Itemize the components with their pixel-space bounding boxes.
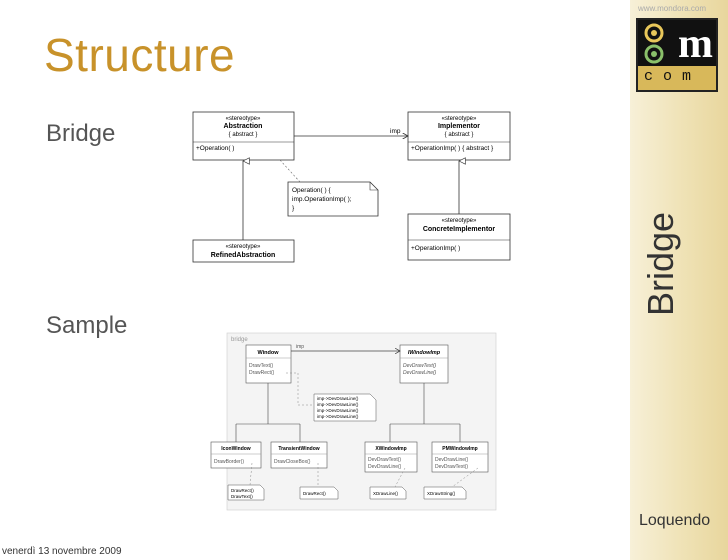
sample-note-2: imp->DevDrawLine(): [317, 402, 359, 407]
logo-rings-icon: [644, 23, 664, 64]
note-icon-1: DrawRect(): [231, 488, 254, 493]
window-name: Window: [257, 350, 279, 356]
abstraction-class: «stereotype» Abstraction { abstract } +O…: [192, 111, 295, 161]
implementor-stereotype: «stereotype»: [442, 116, 477, 122]
concrete-stereotype: «stereotype»: [442, 218, 477, 224]
iwindowimp-op-1: DevDrawText(): [403, 363, 436, 369]
abstraction-stereotype: «stereotype»: [226, 116, 261, 122]
note-x: XDrawLine(): [373, 491, 399, 496]
xwindowimp-op-2: DevDrawLine(): [368, 464, 402, 470]
concrete-op: +OperationImp( ): [411, 245, 460, 252]
xwindowimp-name: XWindowImp: [375, 446, 406, 452]
refined-class: «stereotype» RefinedAbstraction: [192, 239, 295, 263]
slide-title: Structure: [44, 29, 236, 81]
iconwindow-op: DrawBorder(): [214, 459, 244, 465]
website-url: www.mondora.com: [638, 4, 707, 13]
sample-heading: Sample: [46, 312, 128, 339]
sample-note-1: imp->DevDrawLine(): [317, 396, 359, 401]
xwindowimp-op-1: DevDrawText(): [368, 457, 401, 463]
refined-stereotype: «stereotype»: [226, 244, 261, 250]
window-op-2: DrawRect(): [249, 370, 275, 376]
implementor-name: Implementor: [438, 123, 480, 130]
logo-sub: com: [644, 68, 702, 85]
sample-frame-label: bridge: [231, 337, 248, 343]
sample-diagram: bridge Window DrawText() DrawRect() IWin…: [210, 332, 497, 511]
sample-note-3: imp->DevDrawLine(): [317, 408, 359, 413]
transientwindow-op: DrawCloseBox(): [274, 459, 311, 465]
window-op-1: DrawText(): [249, 363, 274, 369]
side-label: Bridge: [640, 211, 681, 316]
implementor-class: «stereotype» Implementor { abstract } +O…: [407, 111, 511, 161]
operation-note: Operation( ) { imp.OperationImp( ); }: [287, 181, 379, 217]
concrete-class: «stereotype» ConcreteImplementor +Operat…: [407, 213, 511, 261]
iconwindow-name: IconWindow: [221, 446, 251, 452]
note-pm: XDrawString(): [427, 491, 456, 496]
note-icon-2: DrawText(): [231, 494, 253, 499]
refined-name: RefinedAbstraction: [211, 252, 276, 259]
sample-note-4: imp->DevDrawLine(): [317, 414, 359, 419]
note-transient: DrawRect(): [303, 491, 326, 496]
bridge-heading: Bridge: [46, 120, 116, 147]
note-line-2: imp.OperationImp( );: [292, 196, 352, 203]
pmwindowimp-op-1: DevDrawLine(): [435, 457, 469, 463]
loquendo-brand: Loquendo: [639, 512, 711, 529]
implementor-tag: { abstract }: [445, 132, 474, 138]
sample-imp-label: imp: [296, 344, 304, 350]
pmwindowimp-op-2: DevDrawText(): [435, 464, 468, 470]
implementor-op: +OperationImp( ) { abstract }: [411, 145, 494, 152]
assoc-label: imp: [390, 128, 401, 135]
abstraction-op: +Operation( ): [196, 145, 234, 152]
abstraction-tag: { abstract }: [229, 132, 258, 138]
transientwindow-name: TransientWindow: [278, 446, 319, 452]
iwindowimp-name: IWindowImp: [408, 350, 441, 356]
structure-diagram: «stereotype» Abstraction { abstract } +O…: [192, 111, 511, 511]
footer-date: venerdì 13 novembre 2009: [2, 546, 122, 557]
logo-letter: m: [678, 21, 713, 67]
iwindowimp-op-2: DevDrawLine(): [403, 370, 437, 376]
abstraction-name: Abstraction: [224, 123, 263, 130]
note-line-3: }: [292, 205, 295, 212]
pmwindowimp-name: PMWindowImp: [442, 446, 478, 452]
note-line-1: Operation( ) {: [292, 187, 331, 194]
concrete-name: ConcreteImplementor: [423, 226, 496, 233]
brand-sidebar: [630, 0, 728, 560]
mondora-logo: m com: [636, 18, 718, 92]
